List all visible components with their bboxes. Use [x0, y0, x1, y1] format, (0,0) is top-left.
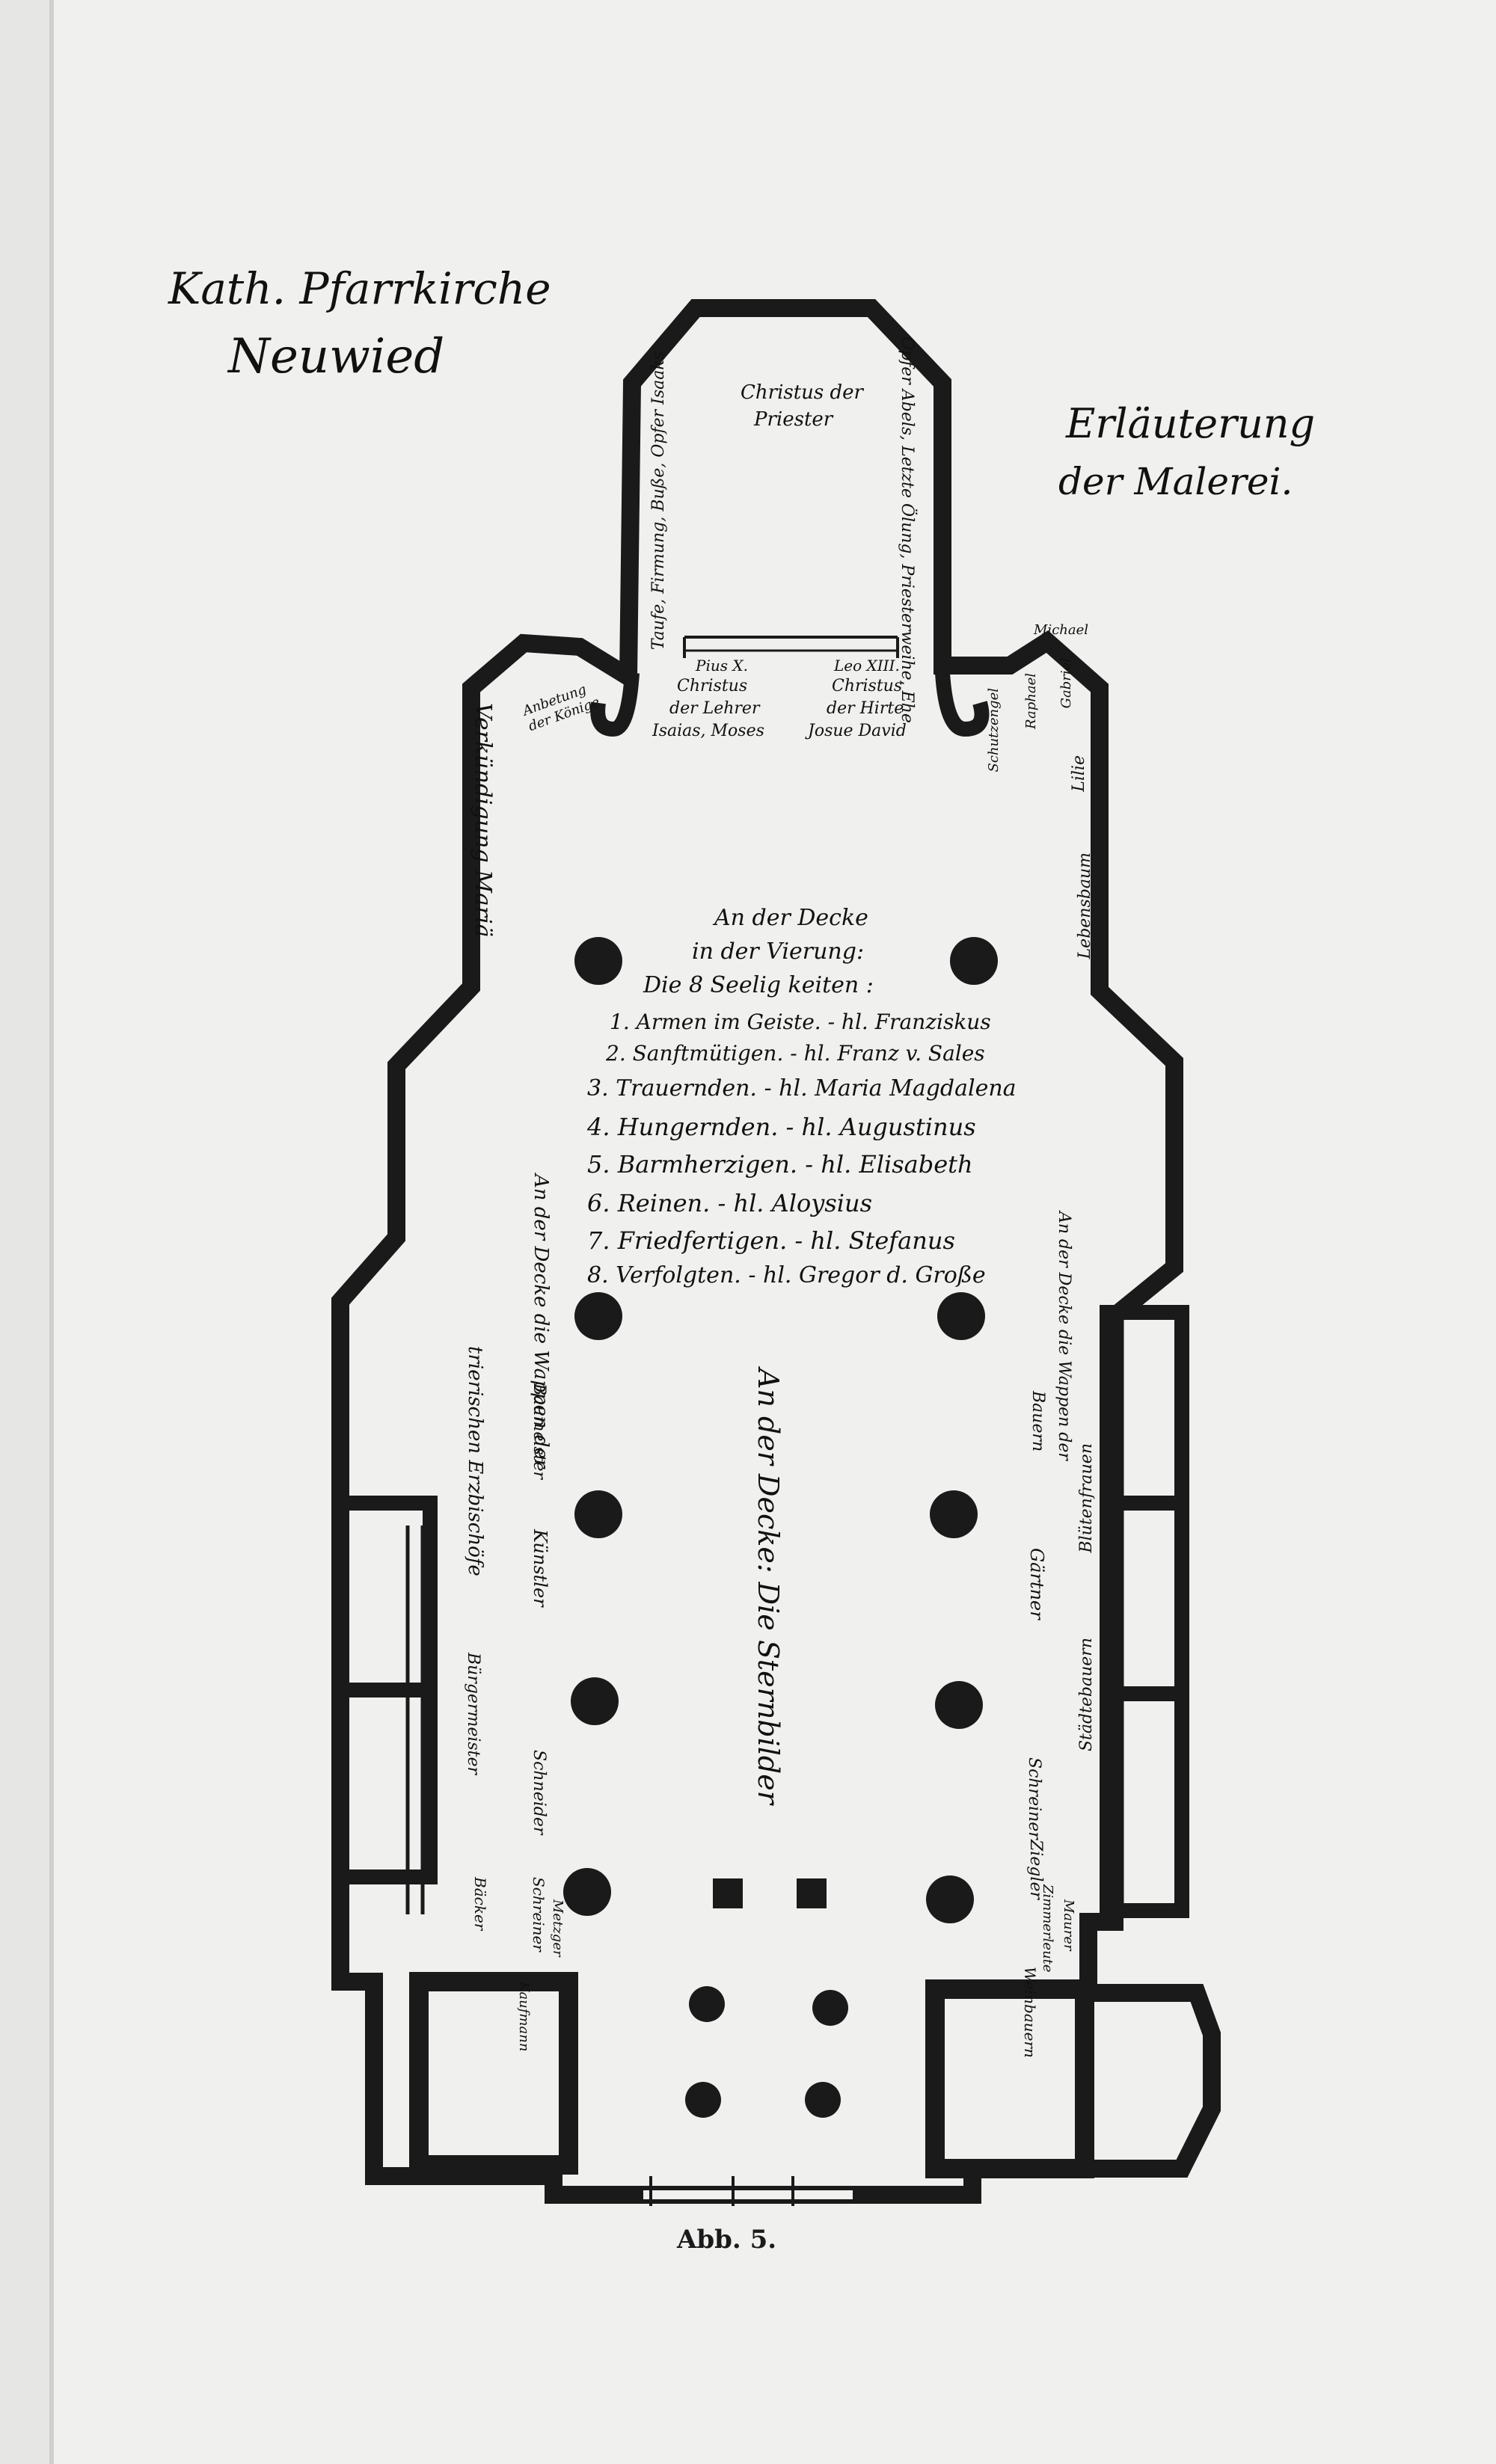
- nave-left-heading2: trierischen Erzbischöfe: [464, 1346, 486, 1576]
- apse-center-line2: Priester: [754, 408, 833, 431]
- apse-left-side: Taufe, Firmung, Buße, Opfer Isaaks: [649, 351, 668, 651]
- right-corner-c: Schutzengel: [986, 688, 1002, 772]
- beatitude-8: 8. Verfolgten. - hl. Gregor d. Große: [587, 1262, 986, 1288]
- nave-left-col4e: Kaufmann: [516, 1982, 532, 2052]
- gutter-edge: [49, 0, 54, 2464]
- apse-center-line1: Christus der: [741, 381, 863, 404]
- figure-caption: Abb. 5.: [677, 2225, 777, 2255]
- pillar: [797, 1878, 827, 1908]
- nave-right-col4b: Ziegler: [1026, 1840, 1045, 1899]
- right-transept-a: Lilie: [1070, 755, 1088, 792]
- pillar: [571, 1677, 619, 1725]
- nave-right-col4e: Weinbauern: [1021, 1967, 1039, 2058]
- pillar: [685, 2082, 721, 2118]
- nave-left-col4d: Bäcker: [471, 1877, 489, 1931]
- pillar: [926, 1875, 974, 1923]
- page: [54, 0, 1496, 2464]
- nave-right-col3: Städtebauern: [1077, 1638, 1096, 1752]
- apse-right-side: Opfer Abels, Letzte Ölung, Priesterweihe…: [898, 337, 916, 723]
- vierung-heading3: Die 8 Seelig keiten :: [643, 972, 874, 998]
- nave-right-heading2: Bauern: [1028, 1391, 1047, 1452]
- pillar: [574, 1292, 622, 1340]
- crossing-left-line2: der Lehrer: [669, 699, 760, 718]
- vierung-heading1: An der Decke: [714, 905, 868, 931]
- subtitle-line2: der Malerei.: [1058, 460, 1293, 503]
- right-corner-a: Raphael: [1023, 673, 1039, 729]
- nave-right-heading: An der Decke die Wappen der: [1055, 1211, 1073, 1460]
- beatitude-3: 3. Trauernden. - hl. Maria Magdalena: [587, 1075, 1017, 1102]
- title-line1: Kath. Pfarrkirche: [168, 263, 551, 314]
- pillar: [950, 937, 998, 985]
- nave-left-col4b: Schreiner: [530, 1877, 548, 1952]
- right-corner-name: Michael: [1034, 622, 1089, 638]
- nave-right-col4c: Maurer: [1061, 1899, 1076, 1951]
- pillar: [937, 1292, 985, 1340]
- crossing-left-line3: Isaias, Moses: [652, 722, 764, 740]
- nave-right-col2: Gärtner: [1026, 1548, 1047, 1620]
- nave-left-col3: Bürgermeister: [464, 1653, 482, 1775]
- nave-center-label: An der Decke: Die Sternbilder: [752, 1368, 785, 1804]
- beatitude-7: 7. Friedfertigen. - hl. Stefanus: [587, 1226, 955, 1255]
- right-transept-b: Lebensbaum: [1076, 852, 1094, 959]
- crossing-right-line1: Christus: [832, 677, 903, 695]
- nave-left-col1: Baumeister: [530, 1383, 548, 1480]
- nave-right-col4d: Zimmerleute: [1040, 1884, 1055, 1973]
- pillar: [563, 1868, 611, 1916]
- crossing-right-line3: Josue David: [808, 722, 907, 740]
- crossing-left-name: Pius X.: [696, 657, 748, 675]
- right-corner-b: Gabriel: [1058, 658, 1074, 709]
- crossing-left-line1: Christus: [677, 677, 748, 695]
- pillar: [574, 1490, 622, 1538]
- nave-left-col4a: Schneider: [530, 1750, 548, 1835]
- crossing-right-name: Leo XIII.: [834, 657, 900, 675]
- beatitude-4: 4. Hungernden. - hl. Augustinus: [587, 1113, 976, 1141]
- beatitude-6: 6. Reinen. - hl. Aloysius: [587, 1189, 873, 1217]
- subtitle-line1: Erläuterung: [1066, 400, 1316, 447]
- nave-right-col1: Blütenfrauen: [1077, 1443, 1096, 1553]
- nave-left-heading: An der Decke die Wappen der: [530, 1174, 552, 1469]
- beatitude-2: 2. Sanftmütigen. - hl. Franz v. Sales: [606, 1041, 985, 1066]
- pillar: [689, 1986, 725, 2022]
- beatitude-1: 1. Armen im Geiste. - hl. Franziskus: [610, 1010, 991, 1034]
- left-transept-label: Verkündigung Mariä: [470, 703, 496, 938]
- pillar: [574, 937, 622, 985]
- pillar: [812, 1990, 848, 2026]
- pillar: [805, 2082, 841, 2118]
- nave-left-col4c: Metzger: [550, 1899, 565, 1957]
- book-gutter: [0, 0, 49, 2464]
- crossing-right-line2: der Hirte: [827, 699, 904, 718]
- vierung-heading2: in der Vierung:: [692, 938, 865, 965]
- pillar: [713, 1878, 743, 1908]
- title-line2: Neuwied: [228, 329, 445, 384]
- beatitude-5: 5. Barmherzigen. - hl. Elisabeth: [587, 1150, 973, 1179]
- nave-right-col4a: Schreiner: [1025, 1757, 1043, 1840]
- pillar: [930, 1490, 978, 1538]
- nave-left-col2: Künstler: [530, 1529, 551, 1607]
- pillar: [935, 1681, 983, 1729]
